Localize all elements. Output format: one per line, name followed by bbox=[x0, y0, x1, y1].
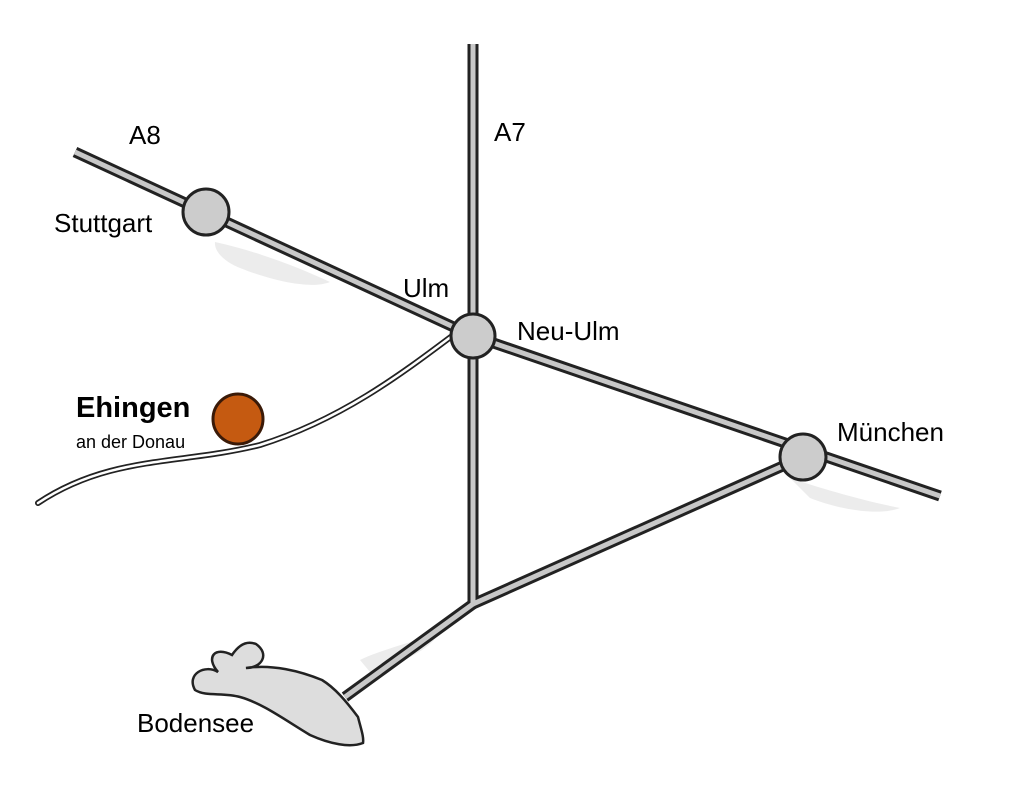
ehingen-label: Ehingen bbox=[76, 392, 191, 424]
ulm-label: Ulm bbox=[403, 273, 450, 303]
road-muenchen-bodensee bbox=[471, 454, 805, 607]
ehingen-marker bbox=[211, 392, 265, 446]
muenchen-label: München bbox=[837, 417, 944, 447]
city-nodes bbox=[181, 187, 828, 482]
road-to-bodensee bbox=[343, 601, 475, 700]
ehingen-subtitle: an der Donau bbox=[76, 432, 186, 452]
ulm-node bbox=[449, 312, 497, 360]
shadow-muenchen bbox=[790, 478, 900, 512]
bodensee-label: Bodensee bbox=[137, 708, 255, 738]
a7-label: A7 bbox=[494, 117, 526, 147]
stuttgart-node bbox=[181, 187, 231, 237]
road-a8-east bbox=[472, 333, 941, 499]
bodensee-lake bbox=[191, 641, 365, 747]
shadow-stuttgart bbox=[214, 242, 330, 285]
stuttgart-label: Stuttgart bbox=[54, 208, 153, 238]
a8-label: A8 bbox=[129, 120, 161, 150]
muenchen-node bbox=[778, 432, 828, 482]
neu-ulm-label: Neu-Ulm bbox=[517, 316, 620, 346]
road-a8-west bbox=[73, 149, 475, 339]
donau-river bbox=[35, 333, 455, 506]
